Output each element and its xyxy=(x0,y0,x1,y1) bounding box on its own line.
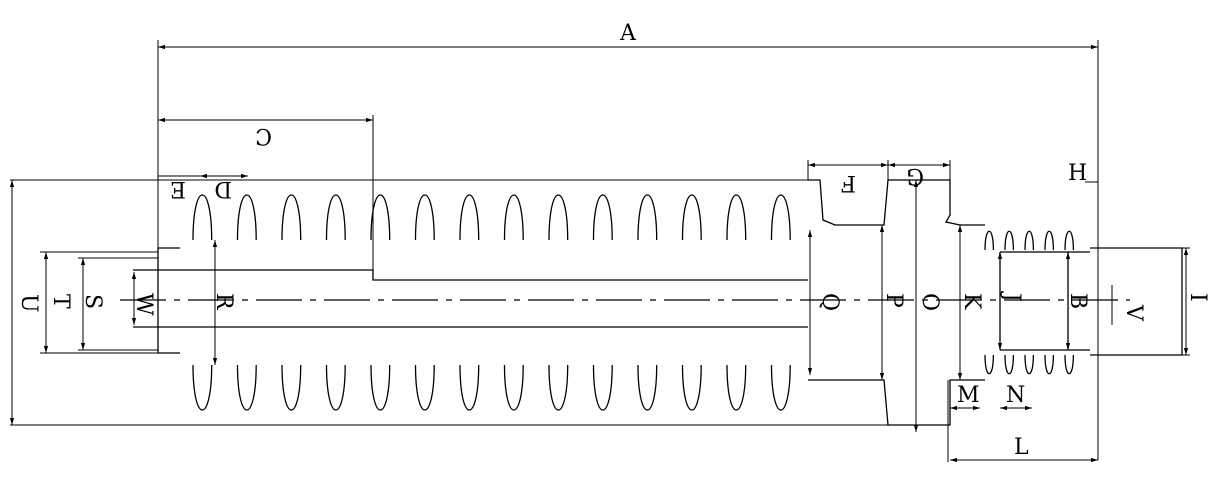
label-i: I xyxy=(1185,293,1210,302)
sheds-right-top-profile xyxy=(984,230,1075,251)
label-q: Q xyxy=(817,293,842,311)
label-a: A xyxy=(619,21,637,46)
label-f: F xyxy=(841,170,856,195)
label-j: J xyxy=(999,291,1024,302)
label-u: U xyxy=(16,294,41,313)
label-v: V xyxy=(1121,304,1146,322)
label-b: B xyxy=(1065,293,1090,309)
label-p: P xyxy=(881,293,906,308)
lower-sheds xyxy=(192,364,791,411)
sheds-top-profile xyxy=(192,194,791,241)
label-d: D xyxy=(214,176,232,201)
rod-core xyxy=(133,269,808,328)
upper-sheds xyxy=(192,194,791,241)
label-s: S xyxy=(80,294,105,309)
label-o: O xyxy=(917,293,942,311)
end-cap xyxy=(999,247,1183,356)
label-n: N xyxy=(1006,383,1025,408)
label-l: L xyxy=(1014,435,1029,460)
sheds-right-bottom-profile xyxy=(984,354,1075,375)
label-w: W xyxy=(131,293,156,316)
label-e: E xyxy=(170,176,186,201)
label-t: T xyxy=(48,294,73,309)
label-k: K xyxy=(959,293,984,310)
label-r: R xyxy=(211,293,236,311)
label-c: C xyxy=(255,123,272,148)
small-upper-sheds xyxy=(984,230,1075,251)
label-g: G xyxy=(906,163,924,188)
label-m: M xyxy=(957,383,980,408)
sheds-bottom-profile xyxy=(192,364,791,411)
small-lower-sheds xyxy=(984,354,1075,375)
label-h: H xyxy=(1068,161,1087,186)
